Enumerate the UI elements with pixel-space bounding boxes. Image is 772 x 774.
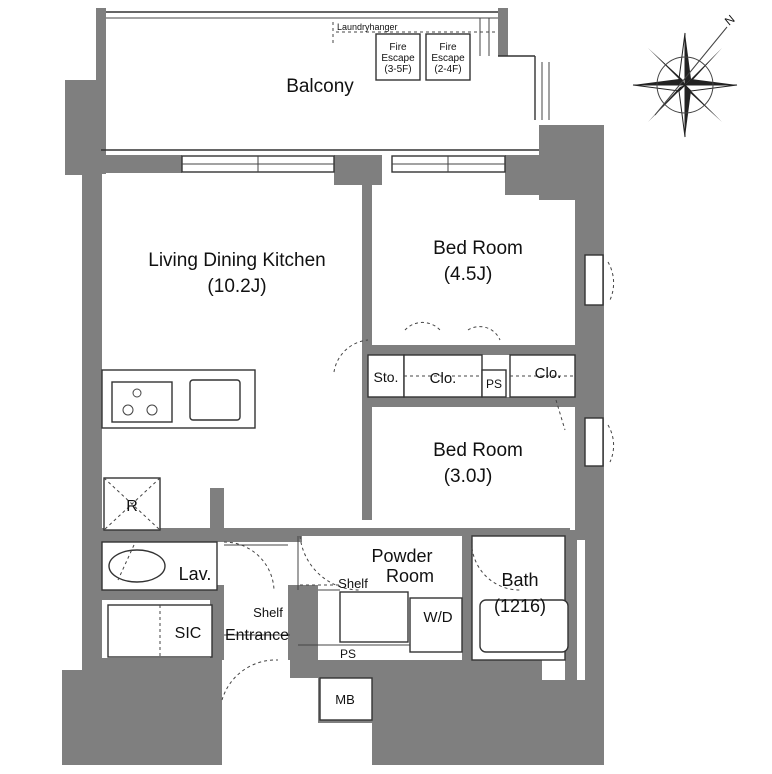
meter-box-label: MB xyxy=(335,692,355,707)
entrance-label: Entrance xyxy=(225,627,289,644)
fire-escape-2-label-c: (2-4F) xyxy=(434,64,461,75)
ldk-label: Living Dining Kitchen xyxy=(148,250,325,271)
bed-room-2-size-label: (3.0J) xyxy=(444,466,493,487)
bath-size-label: (1216) xyxy=(494,596,546,616)
room-labels: Laundryhanger Fire Escape (3-5F) Fire Es… xyxy=(126,22,561,707)
lavatory-label: Lav. xyxy=(179,564,212,584)
powder-room-label-1: Powder xyxy=(371,546,432,566)
fire-escape-1-label-c: (3-5F) xyxy=(384,64,411,75)
refrigerator-label: R xyxy=(126,498,138,515)
walls xyxy=(62,8,604,765)
ldk-size-label: (10.2J) xyxy=(207,276,266,297)
balcony-label: Balcony xyxy=(286,76,354,97)
powder-room-label-2: Room xyxy=(386,566,434,586)
door-swings xyxy=(117,261,615,591)
bed-room-1-size-label: (4.5J) xyxy=(444,264,493,285)
fire-escape-1-label-a: Fire xyxy=(389,42,407,53)
stove-burners xyxy=(122,388,158,416)
bed-room-1-label: Bed Room xyxy=(433,238,523,259)
sic-label: SIC xyxy=(175,625,202,642)
pipe-space-2-label: PS xyxy=(340,647,356,661)
bath-label: Bath xyxy=(501,570,538,590)
fire-escape-hatch-2 xyxy=(425,33,471,81)
fire-escape-2-label-a: Fire xyxy=(439,42,457,53)
laundry-hanger-label: Laundryhanger xyxy=(337,22,398,32)
fire-escape-1-label-b: Escape xyxy=(381,53,415,64)
shelf-entrance-label: Shelf xyxy=(253,605,283,620)
closet-1-label: Clo. xyxy=(430,370,457,387)
room-lines xyxy=(101,254,604,721)
compass-rose-icon xyxy=(632,26,738,138)
pipe-space-1-label: PS xyxy=(486,377,502,391)
fire-escape-hatch-1 xyxy=(375,33,421,81)
closet-2-label: Clo. xyxy=(535,365,562,382)
shelf-powder-label: Shelf xyxy=(338,576,368,591)
balcony-outline xyxy=(101,11,550,173)
washer-dryer-label: W/D xyxy=(423,609,452,626)
bed-room-2-label: Bed Room xyxy=(433,440,523,461)
storage-label: Sto. xyxy=(374,369,399,385)
fire-escape-2-label-b: Escape xyxy=(431,53,465,64)
north-label: N xyxy=(722,12,738,28)
